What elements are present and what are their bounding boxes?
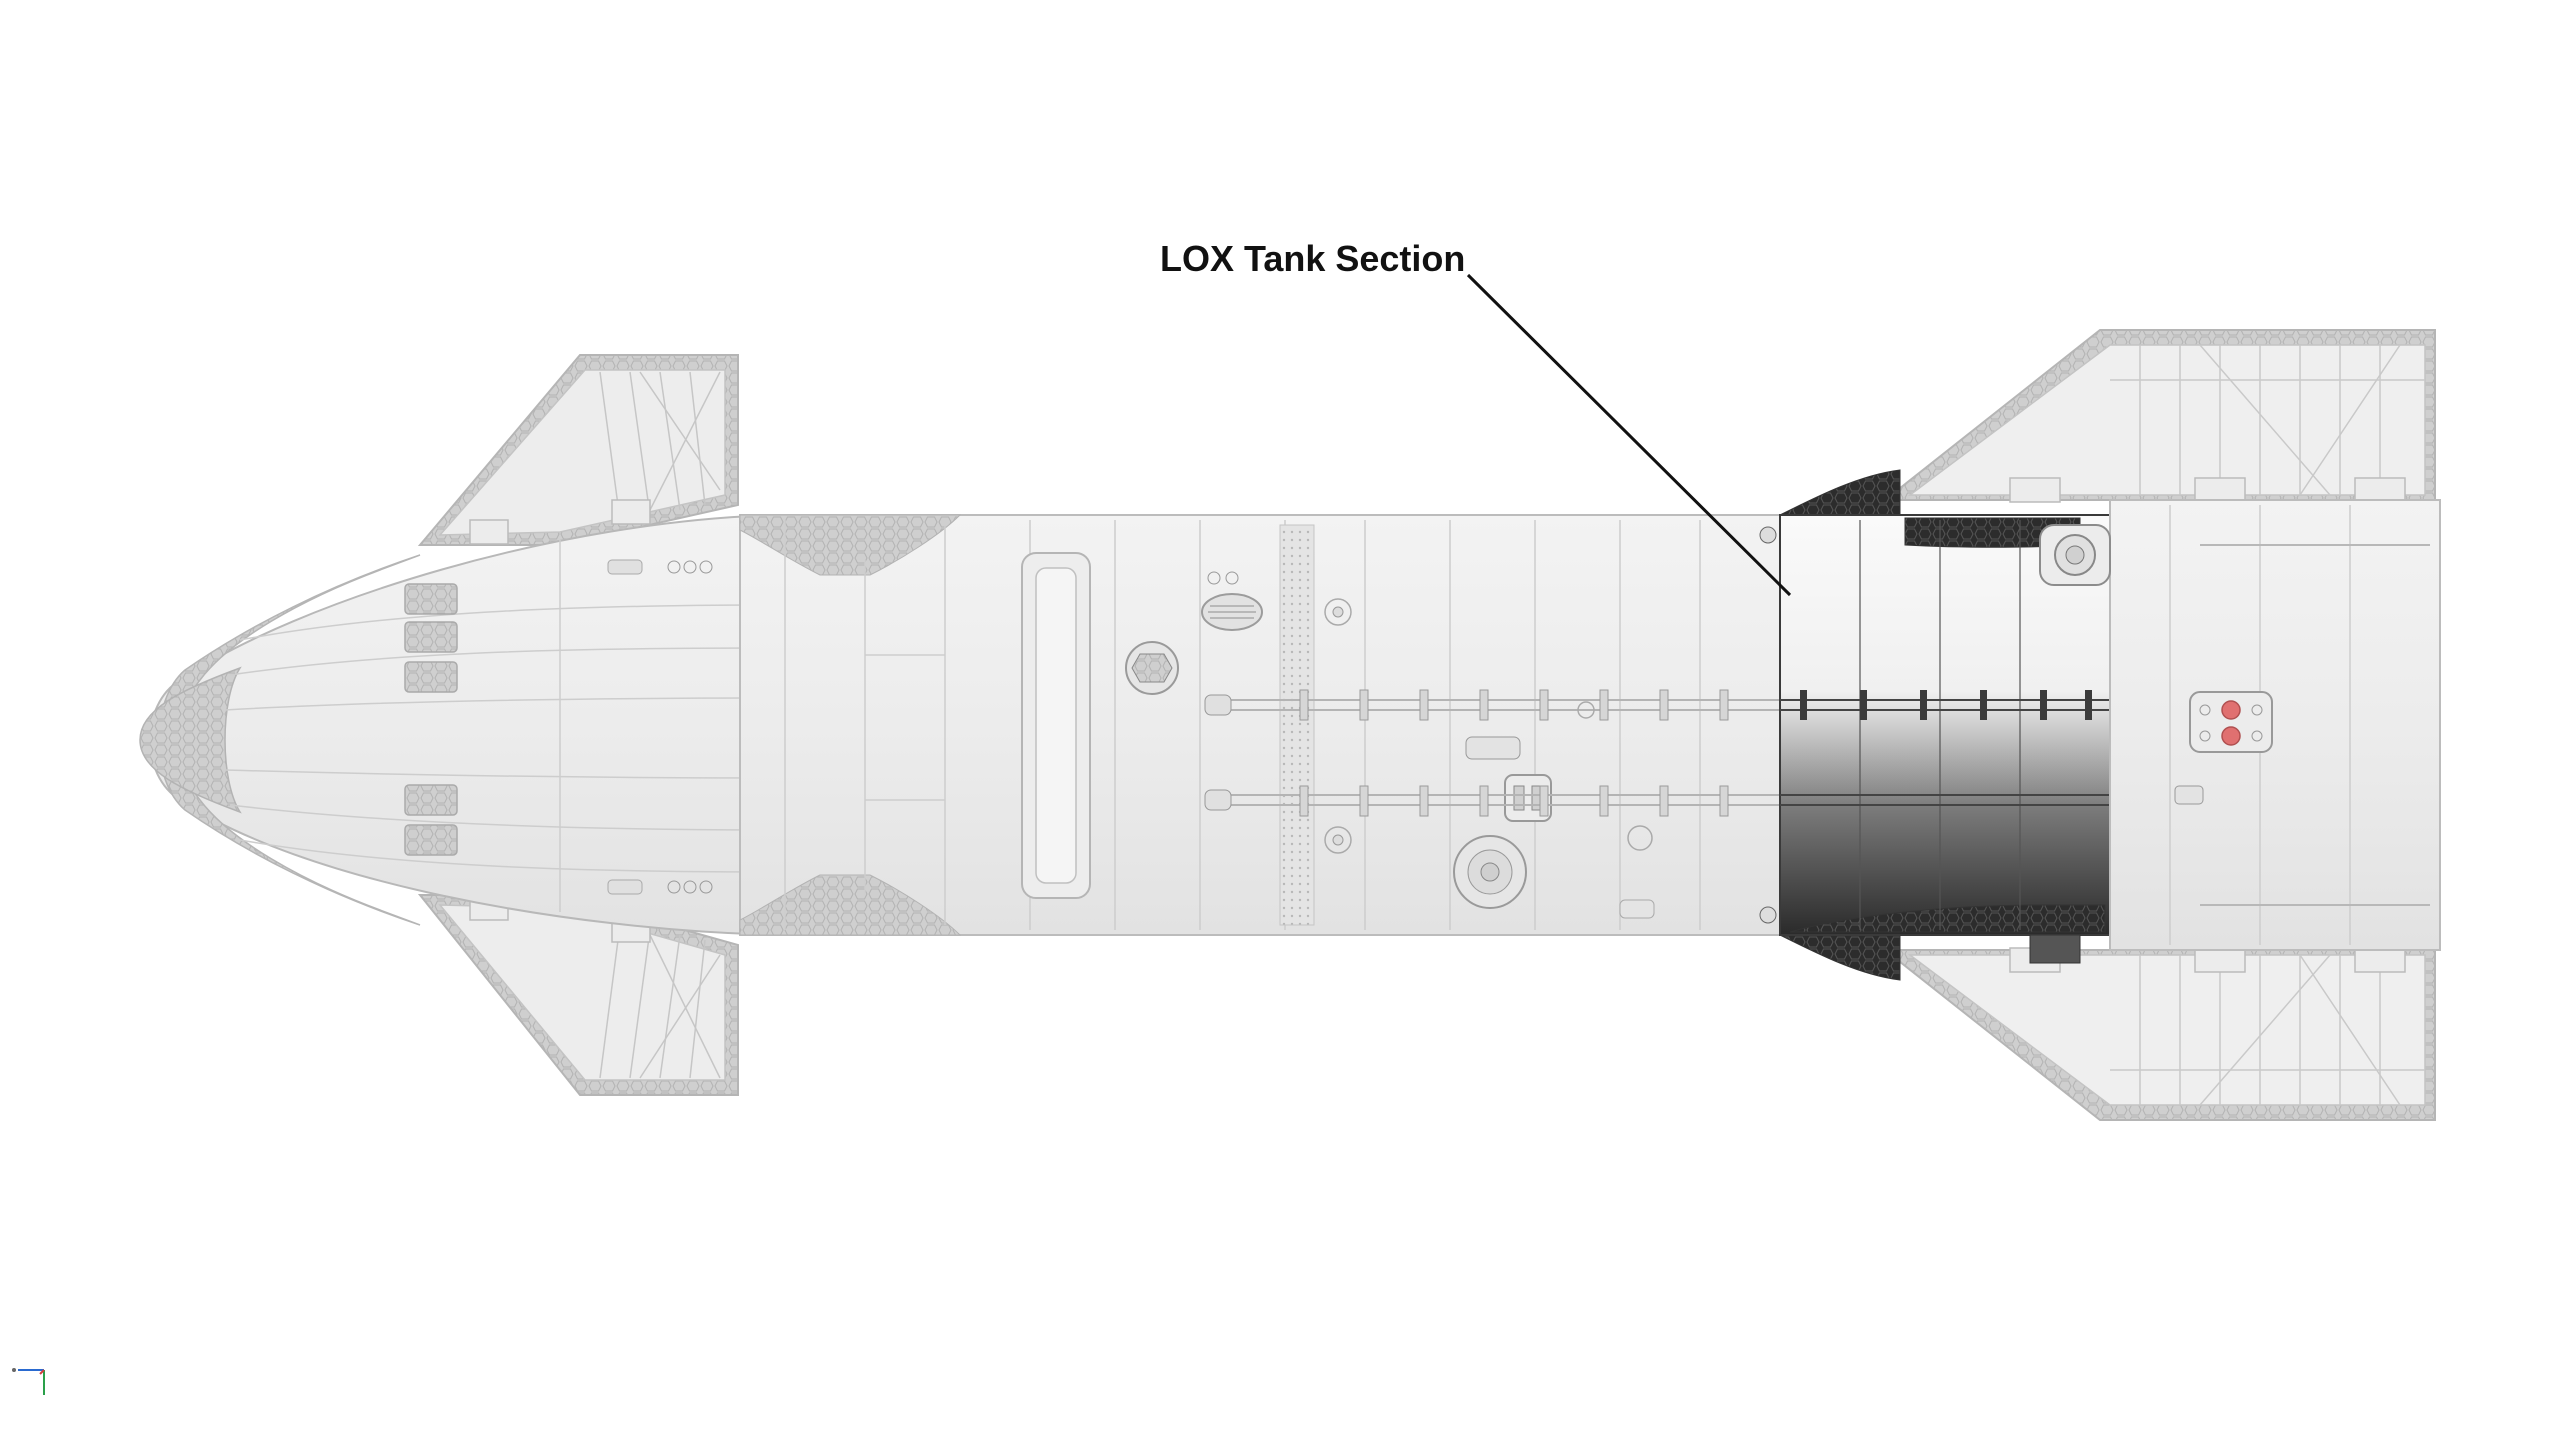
aft-fin-top <box>1882 329 2436 503</box>
forward-fin-bottom <box>417 894 739 1096</box>
aft-fin-bottom <box>1882 947 2436 1121</box>
forward-fin-top <box>417 354 739 546</box>
callout-leader-line <box>1466 273 1792 597</box>
lox-tank-callout-label: LOX Tank Section <box>1160 238 1466 279</box>
axis-triad-icon <box>12 1368 45 1395</box>
lox-tank-section <box>1759 469 2111 981</box>
nose-cone <box>139 513 781 937</box>
aft-section <box>2039 499 2441 951</box>
